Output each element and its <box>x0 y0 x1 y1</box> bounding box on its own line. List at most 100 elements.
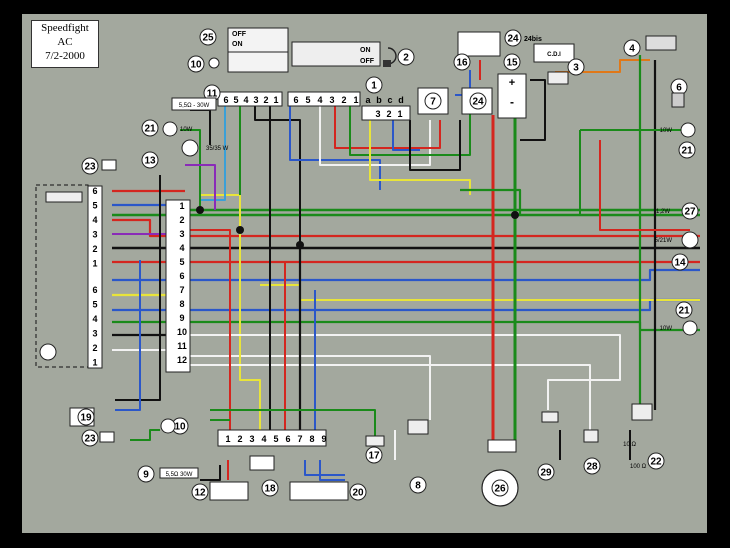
wire-green <box>180 129 201 210</box>
connector-b-pin: 6 <box>293 95 298 105</box>
battery-minus-label: - <box>510 95 514 109</box>
switch-12-body <box>209 481 249 501</box>
connector-left-pin: 1 <box>92 259 97 269</box>
wire-red <box>334 100 441 149</box>
bulb-23-socket <box>101 159 117 171</box>
connector-bottom-pin: 9 <box>321 434 326 444</box>
connector-b-pin: 3 <box>329 95 334 105</box>
wire-orange <box>555 59 650 73</box>
connector-mid-pin: 6 <box>179 271 184 281</box>
resistor-9-label: 5,5Ω 30W <box>166 472 193 478</box>
component-number-badge <box>491 479 509 497</box>
connector-mid-pin: 8 <box>179 299 184 309</box>
component-number-badge <box>261 479 279 497</box>
connector-mid-pin: 7 <box>179 285 184 295</box>
resistor-100ohm-label: 100 Ω <box>630 464 647 470</box>
switch-2-on-label: ON <box>360 47 371 54</box>
spark-plug <box>671 92 685 108</box>
connector-mid-pin: 5 <box>179 257 184 267</box>
connector-a-pin: 1 <box>273 95 278 105</box>
wire-black <box>115 175 161 401</box>
connector-left-pin: 5 <box>92 201 97 211</box>
component-number: 19 <box>80 413 92 424</box>
resistor-9-body <box>159 467 199 479</box>
bulb-21-symbol <box>162 121 178 137</box>
component-number: 18 <box>264 484 276 495</box>
connector-d-body <box>361 105 411 121</box>
cdi-connector <box>547 71 569 85</box>
wire-blue <box>289 100 381 190</box>
wire-junction-dot <box>296 241 304 249</box>
connector-mid-pin: 12 <box>177 355 187 365</box>
component-number-badge <box>647 452 665 470</box>
gauge-symbol <box>39 343 57 361</box>
connector-bottom-body <box>217 429 327 447</box>
component-number: 24 <box>472 97 484 108</box>
connector-left-pin: 5 <box>92 300 97 310</box>
item-29-connector <box>541 411 559 423</box>
component-number-badge <box>81 429 99 447</box>
sensor-8-body <box>407 419 429 435</box>
bulb-21r-label: 10W <box>660 128 673 134</box>
connector-bottom-pin: 4 <box>261 434 266 444</box>
bulb-14-symbol <box>681 231 699 249</box>
component-number: 6 <box>676 83 682 94</box>
title-line-1: Speedfight <box>41 22 89 34</box>
component-number-badge <box>349 483 367 501</box>
item-28-connector <box>583 429 599 443</box>
title-line-3: 7/2-2000 <box>45 50 85 62</box>
connector-b-pin: 5 <box>305 95 310 105</box>
connector-a-pin: 3 <box>253 95 258 105</box>
component-number-badge <box>424 92 442 110</box>
connector-d-pin: 3 <box>375 109 380 119</box>
connector-left-pin: 1 <box>92 358 97 368</box>
switch-2-off-label: OFF <box>360 58 375 65</box>
connector-a-pin: 4 <box>243 95 248 105</box>
connector-bottom-pin: 6 <box>285 434 290 444</box>
connector-left-pin: 3 <box>92 230 97 240</box>
title-box: Speedfight AC 7/2-2000 <box>31 20 99 68</box>
wire-yellow <box>200 194 261 430</box>
component-number: 14 <box>674 258 686 269</box>
component-number: 26 <box>494 484 506 495</box>
component-number-badge <box>503 53 521 71</box>
component-number: 21 <box>678 306 690 317</box>
wire-white <box>185 364 591 430</box>
connector-left-pin: 4 <box>92 314 97 324</box>
component-number-badge <box>671 253 689 271</box>
resistor-10ohm-label: 10 Ω <box>623 442 636 448</box>
component-number: 23 <box>84 162 96 173</box>
connector-left-pin: 4 <box>92 215 97 225</box>
bulb-23b-socket <box>99 431 115 443</box>
connector-mid-pin: 4 <box>179 243 184 253</box>
component-number-badge <box>537 463 555 481</box>
component-number: 22 <box>650 457 662 468</box>
item-18-body <box>249 455 275 471</box>
component-number: 2 <box>403 53 409 64</box>
connector-a-pin: 5 <box>233 95 238 105</box>
wire-junction-dot <box>511 211 519 219</box>
component-number: 11 <box>207 89 218 100</box>
component-number-badge <box>469 92 487 110</box>
connector-bottom-pin: 7 <box>297 434 302 444</box>
component-number: 23 <box>84 434 96 445</box>
bulb-21r-symbol <box>680 122 696 138</box>
resistor-11-body <box>171 97 217 111</box>
cdi-label: C.D.I <box>547 52 561 58</box>
component-number: 17 <box>368 451 380 462</box>
bulb-21b-symbol <box>682 320 698 336</box>
component-number-badge <box>675 301 693 319</box>
connector-mid-pin: 9 <box>179 313 184 323</box>
wire-blue <box>319 460 345 481</box>
component-number: 9 <box>143 470 149 481</box>
connector-left-pin: 2 <box>92 343 97 353</box>
wire-red <box>599 140 690 231</box>
connector-d-pin: 2 <box>386 109 391 119</box>
component-number: 24 <box>507 34 519 45</box>
switch-10-body <box>227 51 289 73</box>
connector-c-pin: d <box>398 95 404 105</box>
component-number-badge <box>365 446 383 464</box>
